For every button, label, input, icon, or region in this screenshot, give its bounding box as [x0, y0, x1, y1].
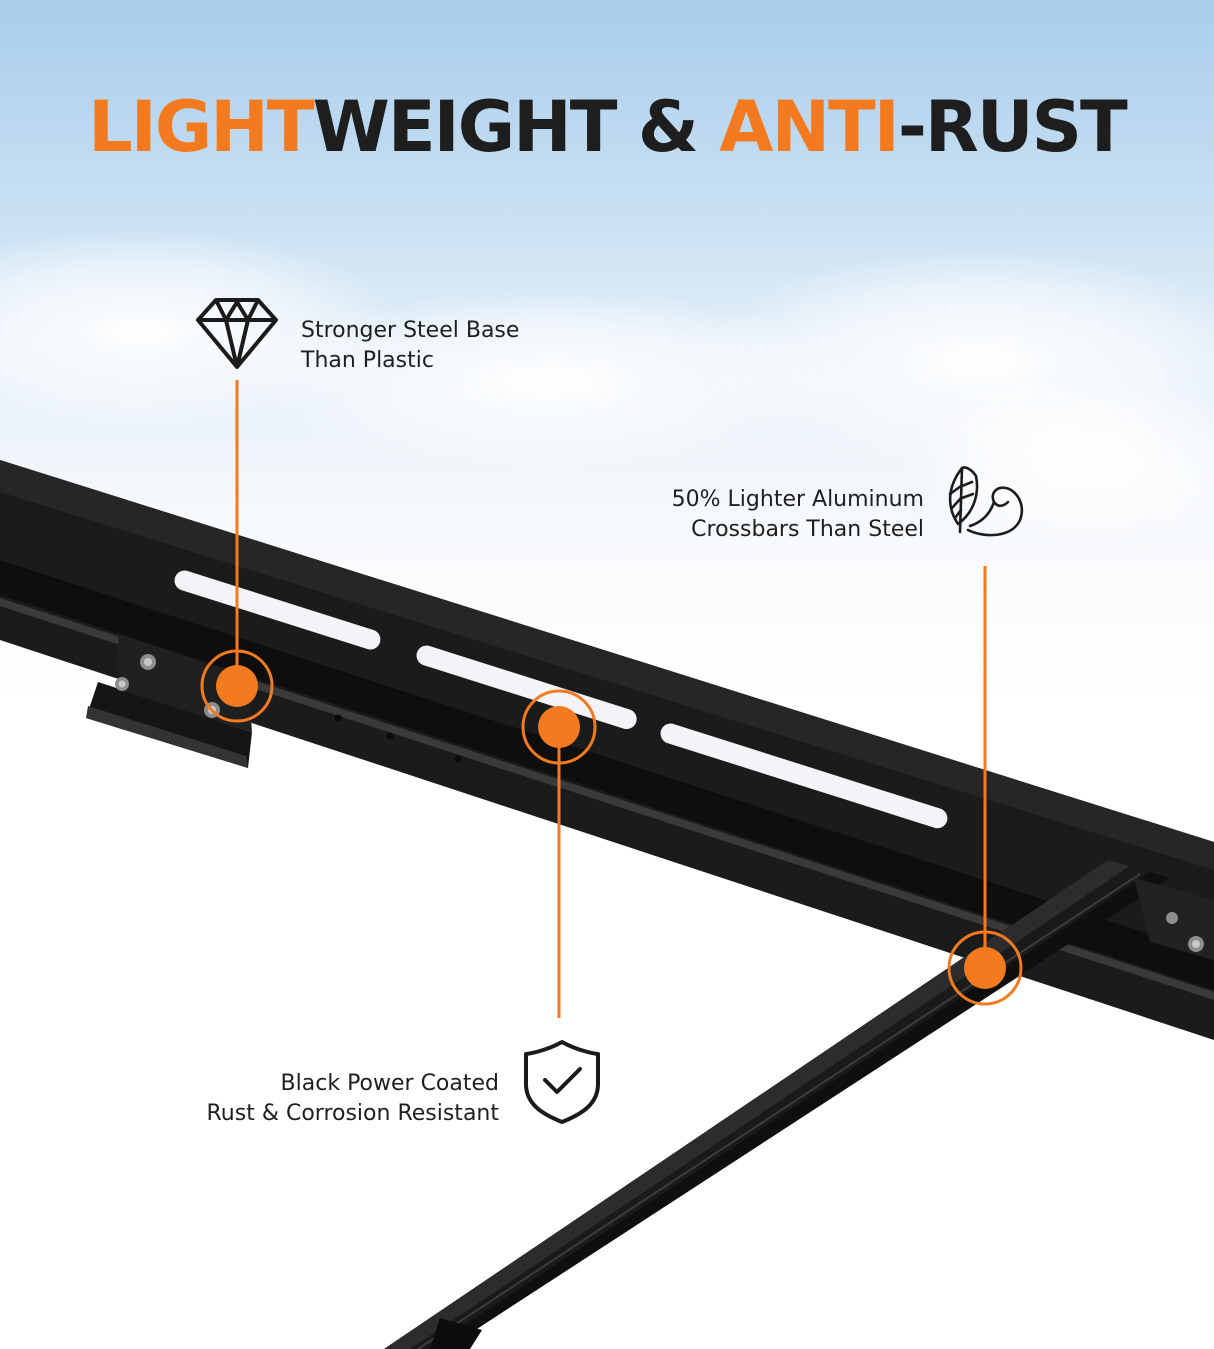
callout-label-steel-base: Stronger Steel Base Than Plastic: [301, 316, 519, 376]
callout-dot-steel-base: [200, 649, 274, 723]
feather-arm-icon: [948, 466, 1024, 537]
headline-anti: ANTI: [719, 86, 900, 168]
rail-hole: [334, 714, 342, 722]
shield-check-icon: [524, 1040, 600, 1124]
callout-text-line: Crossbars Than Steel: [691, 517, 924, 542]
callout-text-line: Rust & Corrosion Resistant: [206, 1101, 500, 1126]
callout-text-line: Than Plastic: [301, 348, 434, 373]
callout-label-crossbar: 50% Lighter Aluminum Crossbars Than Stee…: [672, 485, 924, 545]
callout-text-line: Stronger Steel Base: [301, 318, 520, 343]
rail-slot: [660, 723, 948, 829]
callout-dot-coating: [521, 689, 597, 765]
callout-label-coating: Black Power Coated Rust & Corrosion Resi…: [207, 1069, 500, 1129]
callout-text-line: Black Power Coated: [280, 1071, 499, 1096]
headline-light: LIGHT: [88, 86, 314, 168]
headline: LIGHTWEIGHT & ANTI-RUST: [0, 92, 1214, 162]
headline-rust: -RUST: [897, 86, 1128, 168]
steel-base-rail: [0, 460, 1214, 1040]
rail-slot: [174, 570, 381, 650]
callout-text-line: 50% Lighter Aluminum: [671, 487, 924, 512]
rail-hole: [454, 755, 462, 763]
headline-weight: WEIGHT &: [312, 86, 720, 168]
rail-slot: [416, 645, 637, 730]
diamond-icon: [196, 298, 278, 369]
callout-dot-crossbar: [947, 930, 1023, 1006]
mounting-bracket: [86, 634, 252, 768]
rail-hole: [386, 732, 394, 740]
